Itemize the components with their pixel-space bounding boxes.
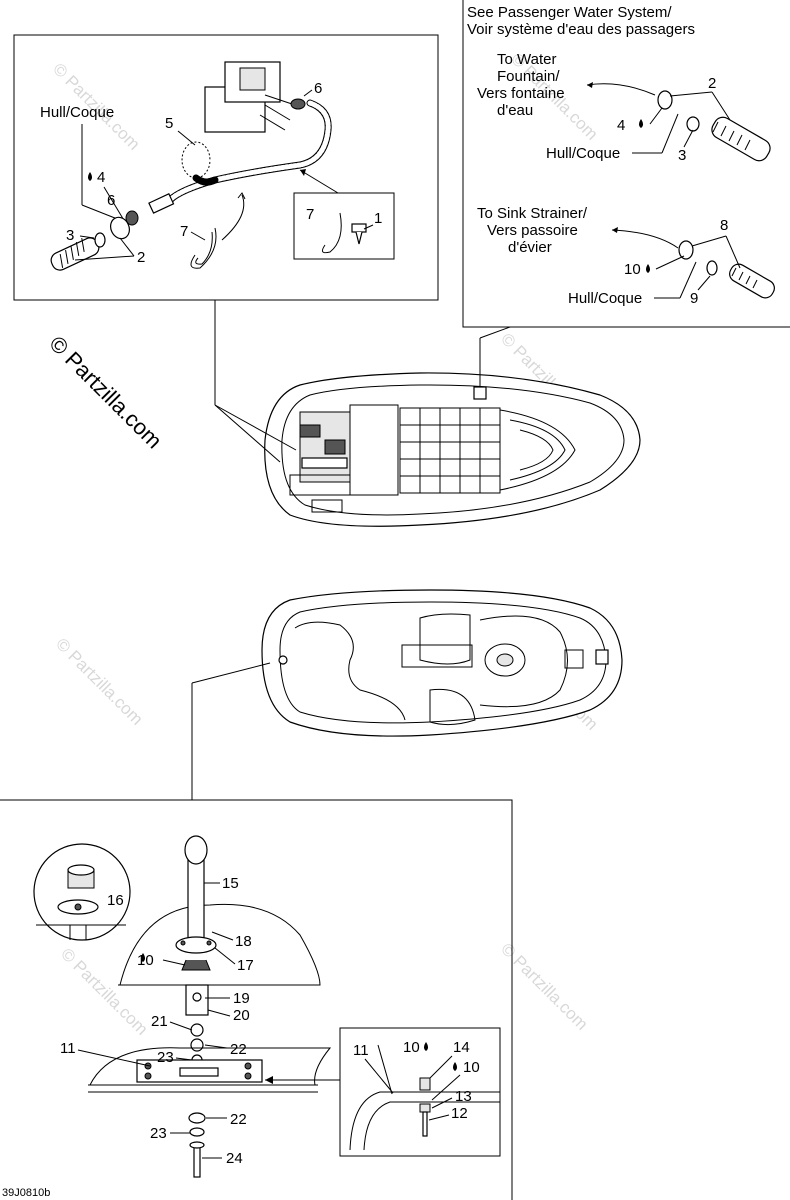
fitting-part-2-upper <box>711 116 771 162</box>
svg-text:Fountain/: Fountain/ <box>497 68 560 85</box>
svg-text:Hull/Coque: Hull/Coque <box>40 104 114 121</box>
svg-text:5: 5 <box>165 115 173 132</box>
svg-text:d'évier: d'évier <box>508 239 552 256</box>
drain-plug-detail <box>33 843 131 941</box>
boat-hull-view <box>191 589 623 800</box>
svg-text:6: 6 <box>107 192 115 209</box>
svg-text:17: 17 <box>237 957 254 974</box>
top-right-frame <box>462 0 790 328</box>
sealant-drop-icon <box>646 264 650 273</box>
fitting-part-8 <box>729 263 775 299</box>
svg-text:24: 24 <box>226 1150 243 1167</box>
inset-cross-section: 11 10 14 10 13 12 <box>339 1027 501 1157</box>
clamp-part-6-top <box>290 98 306 110</box>
svg-text:See Passenger Water System/: See Passenger Water System/ <box>467 4 672 21</box>
svg-text:22: 22 <box>230 1111 247 1128</box>
svg-text:23: 23 <box>150 1125 167 1142</box>
svg-text:Hull/Coque: Hull/Coque <box>546 145 620 162</box>
svg-text:Vers fontaine: Vers fontaine <box>477 85 565 102</box>
svg-text:7: 7 <box>180 223 188 240</box>
svg-text:11: 11 <box>353 1042 369 1059</box>
washer-part-3 <box>686 116 700 132</box>
svg-text:7: 7 <box>306 206 314 223</box>
svg-text:d'eau: d'eau <box>497 102 533 119</box>
bottom-frame <box>0 799 513 1200</box>
svg-text:23: 23 <box>157 1049 174 1066</box>
svg-text:10: 10 <box>624 261 641 278</box>
svg-text:13: 13 <box>455 1088 472 1105</box>
top-left-panel: 6 5 Hull/Coque 4 6 3 2 7 7 <box>13 34 439 301</box>
faint-watermarks: © Partzilla.com © Partzilla.com © Partzi… <box>49 49 601 1038</box>
svg-text:16: 16 <box>107 892 124 909</box>
svg-text:14: 14 <box>453 1039 470 1056</box>
boat-deck-view <box>214 300 641 527</box>
svg-text:3: 3 <box>66 227 74 244</box>
sealant-drop-icon <box>88 172 92 181</box>
svg-text:6: 6 <box>314 80 322 97</box>
svg-text:15: 15 <box>222 875 239 892</box>
nut-part-10 <box>678 240 694 260</box>
svg-text:18: 18 <box>235 933 252 950</box>
svg-text:8: 8 <box>720 217 728 234</box>
svg-text:22: 22 <box>230 1041 247 1058</box>
svg-text:9: 9 <box>690 290 698 307</box>
svg-text:2: 2 <box>708 75 716 92</box>
sealant-drop-icon <box>639 119 643 128</box>
partzilla-watermark: © Partzilla.com <box>44 331 167 454</box>
clamp-part-6 <box>125 210 139 226</box>
svg-text:Vers passoire: Vers passoire <box>487 222 578 239</box>
svg-text:Hull/Coque: Hull/Coque <box>568 290 642 307</box>
svg-text:10: 10 <box>403 1039 420 1056</box>
svg-text:© Partzilla.com: © Partzilla.com <box>52 634 146 728</box>
sealant-drop-icon <box>141 953 145 962</box>
sealant-drop-icon <box>453 1062 457 1071</box>
bolt-part-24 <box>193 1144 201 1178</box>
fastener-detail-box <box>293 192 395 260</box>
top-right-panel: See Passenger Water System/ Voir système… <box>462 0 790 328</box>
svg-text:12: 12 <box>451 1105 468 1122</box>
svg-text:11: 11 <box>60 1040 76 1057</box>
engine-illustration <box>204 61 296 133</box>
svg-text:To Sink Strainer/: To Sink Strainer/ <box>477 205 588 222</box>
svg-text:© Partzilla.com: © Partzilla.com <box>497 939 591 1033</box>
diagram-code: 39J0810b <box>2 1187 50 1199</box>
screw-part-1 <box>351 223 367 233</box>
flange-part-17 <box>175 936 217 954</box>
svg-text:20: 20 <box>233 1007 250 1024</box>
svg-text:19: 19 <box>233 990 250 1007</box>
svg-text:10: 10 <box>463 1059 480 1076</box>
clamp-part-7 <box>190 227 217 269</box>
top-left-frame <box>13 34 439 301</box>
bottom-panel: 16 15 18 10 17 19 20 21 <box>0 799 513 1200</box>
hose-part-5 <box>148 99 332 214</box>
svg-text:1: 1 <box>374 210 382 227</box>
svg-text:Voir système d'eau des passage: Voir système d'eau des passagers <box>467 21 695 38</box>
svg-text:2: 2 <box>137 249 145 266</box>
fitting-part-2 <box>50 237 100 271</box>
svg-text:21: 21 <box>151 1013 168 1030</box>
sealant-drop-icon <box>424 1042 428 1051</box>
nut-part-4 <box>657 90 673 110</box>
svg-text:4: 4 <box>97 169 105 186</box>
washer-part-9 <box>706 260 718 276</box>
svg-text:4: 4 <box>617 117 625 134</box>
svg-text:3: 3 <box>678 147 686 164</box>
svg-text:To Water: To Water <box>497 51 556 68</box>
svg-text:10: 10 <box>137 952 154 969</box>
